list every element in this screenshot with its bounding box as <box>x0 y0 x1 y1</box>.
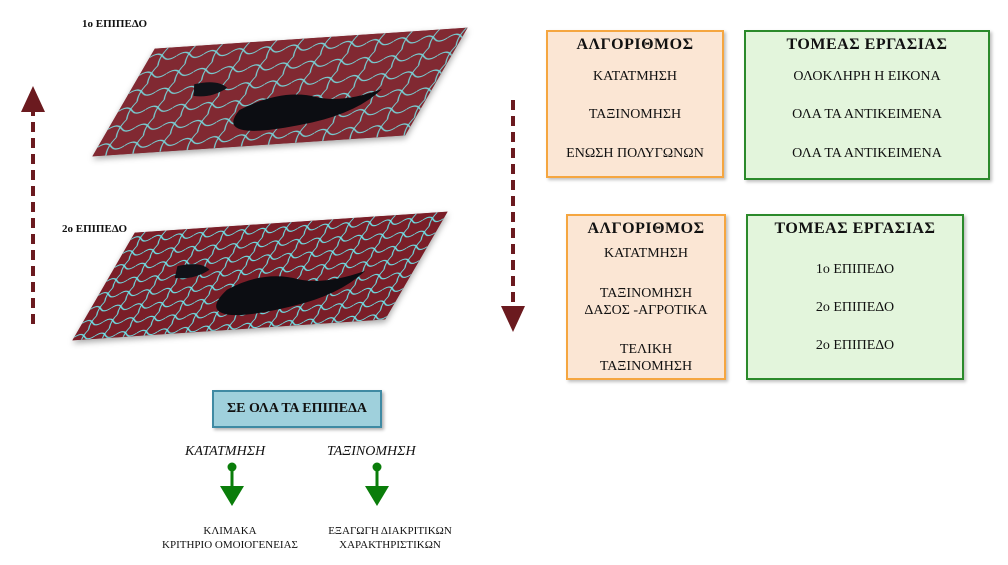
bottom-domain-row-3: 2ο ΕΠΙΠΕΔΟ <box>815 338 895 353</box>
satellite-layer-2 <box>72 211 448 341</box>
top-algorithm-row-3: ΕΝΩΣΗ ΠΟΛΥΓΩΝΩΝ <box>566 146 704 161</box>
level1-label: 1ο ΕΠΙΠΕΔΟ <box>82 18 148 30</box>
all-levels-box: ΣΕ ΟΛΑ ΤΑ ΕΠΙΠΕΔΑ <box>212 390 382 428</box>
classification-label: ΤΑΞΙΝΟΜΗΣΗ <box>327 444 416 459</box>
bottom-algorithm-row-2b: ΔΑΣΟΣ -ΑΓΡΟΤΙΚΑ <box>584 303 708 318</box>
green-arrow-left-icon <box>220 462 244 506</box>
green-arrow-right-icon <box>365 462 389 506</box>
right-caption-line-1: ΕΞΑΓΩΓΗ ΔΙΑΚΡΙΤΙΚΩΝ <box>328 525 452 537</box>
bottom-algorithm-row-3a: ΤΕΛΙΚΗ <box>619 342 673 357</box>
bottom-domain-header: ΤΟΜΕΑΣ ΕΡΓΑΣΙΑΣ <box>774 220 936 237</box>
top-algorithm-row-1: ΚΑΤΑΤΜΗΣΗ <box>592 69 678 84</box>
top-domain-box: ΤΟΜΕΑΣ ΕΡΓΑΣΙΑΣ ΟΛΟΚΛΗΡΗ Η ΕΙΚΟΝΑ ΟΛΑ ΤΑ… <box>744 30 990 180</box>
bottom-algorithm-row-3b: ΤΑΞΙΝΟΜΗΣΗ <box>599 359 693 374</box>
right-caption: ΕΞΑΓΩΓΗ ΔΙΑΚΡΙΤΙΚΩΝ ΧΑΡΑΚΤΗΡΙΣΤΙΚΩΝ <box>290 524 490 552</box>
top-algorithm-row-2: ΤΑΞΙΝΟΜΗΣΗ <box>588 107 682 122</box>
top-domain-row-2: ΟΛΑ ΤΑ ΑΝΤΙΚΕΙΜΕΝΑ <box>792 107 942 122</box>
top-algorithm-box: ΑΛΓΟΡΙΘΜΟΣ ΚΑΤΑΤΜΗΣΗ ΤΑΞΙΝΟΜΗΣΗ ΕΝΩΣΗ ΠΟ… <box>546 30 724 178</box>
top-algorithm-header: ΑΛΓΟΡΙΘΜΟΣ <box>576 36 694 53</box>
right-caption-line-2: ΧΑΡΑΚΤΗΡΙΣΤΙΚΩΝ <box>339 539 441 551</box>
level2-label: 2ο ΕΠΙΠΕΔΟ <box>62 223 128 235</box>
arrow-down-icon <box>501 100 525 332</box>
bottom-algorithm-box: ΑΛΓΟΡΙΘΜΟΣ ΚΑΤΑΤΜΗΣΗ ΤΑΞΙΝΟΜΗΣΗ ΔΑΣΟΣ -Α… <box>566 214 726 380</box>
bottom-algorithm-header: ΑΛΓΟΡΙΘΜΟΣ <box>587 220 705 237</box>
top-domain-row-1: ΟΛΟΚΛΗΡΗ Η ΕΙΚΟΝΑ <box>793 69 941 84</box>
left-caption-line-2: ΚΡΙΤΗΡΙΟ ΟΜΟΙΟΓΕΝΕΙΑΣ <box>162 539 298 551</box>
satellite-layer-1 <box>92 27 468 157</box>
left-caption: ΚΛΙΜΑΚΑ ΚΡΙΤΗΡΙΟ ΟΜΟΙΟΓΕΝΕΙΑΣ <box>130 524 330 552</box>
bottom-domain-box: ΤΟΜΕΑΣ ΕΡΓΑΣΙΑΣ 1ο ΕΠΙΠΕΔΟ 2ο ΕΠΙΠΕΔΟ 2ο… <box>746 214 964 380</box>
bottom-algorithm-row-1: ΚΑΤΑΤΜΗΣΗ <box>603 246 689 261</box>
segmentation-label: ΚΑΤΑΤΜΗΣΗ <box>185 444 266 459</box>
bottom-algorithm-row-2a: ΤΑΞΙΝΟΜΗΣΗ <box>599 286 693 301</box>
bottom-domain-row-1: 1ο ΕΠΙΠΕΔΟ <box>815 262 895 277</box>
top-domain-header: ΤΟΜΕΑΣ ΕΡΓΑΣΙΑΣ <box>786 36 948 53</box>
left-caption-line-1: ΚΛΙΜΑΚΑ <box>203 525 257 537</box>
arrow-up-icon <box>21 86 45 324</box>
bottom-domain-row-2: 2ο ΕΠΙΠΕΔΟ <box>815 300 895 315</box>
top-domain-row-3: ΟΛΑ ΤΑ ΑΝΤΙΚΕΙΜΕΝΑ <box>792 146 942 161</box>
